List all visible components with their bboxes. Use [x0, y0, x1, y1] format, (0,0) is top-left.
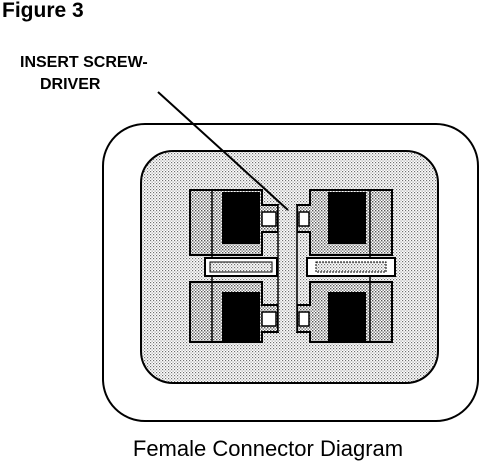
callout-leader-line — [157, 91, 289, 211]
terminal-contact-1 — [222, 192, 260, 244]
terminal-contact-4 — [328, 292, 366, 342]
callout-line-1: INSERT SCREW- — [20, 54, 148, 71]
diagram-caption: Female Connector Diagram — [132, 436, 404, 461]
terminal-contact-2 — [328, 192, 366, 244]
center-channel — [278, 205, 297, 332]
terminal-cavity-group — [189, 189, 396, 343]
terminal-contact-3 — [222, 292, 260, 342]
callout-line-2: DRIVER — [40, 76, 101, 93]
figure-label: Figure 3 — [2, 0, 84, 22]
callout-label: INSERT SCREW- DRIVER — [20, 52, 148, 96]
